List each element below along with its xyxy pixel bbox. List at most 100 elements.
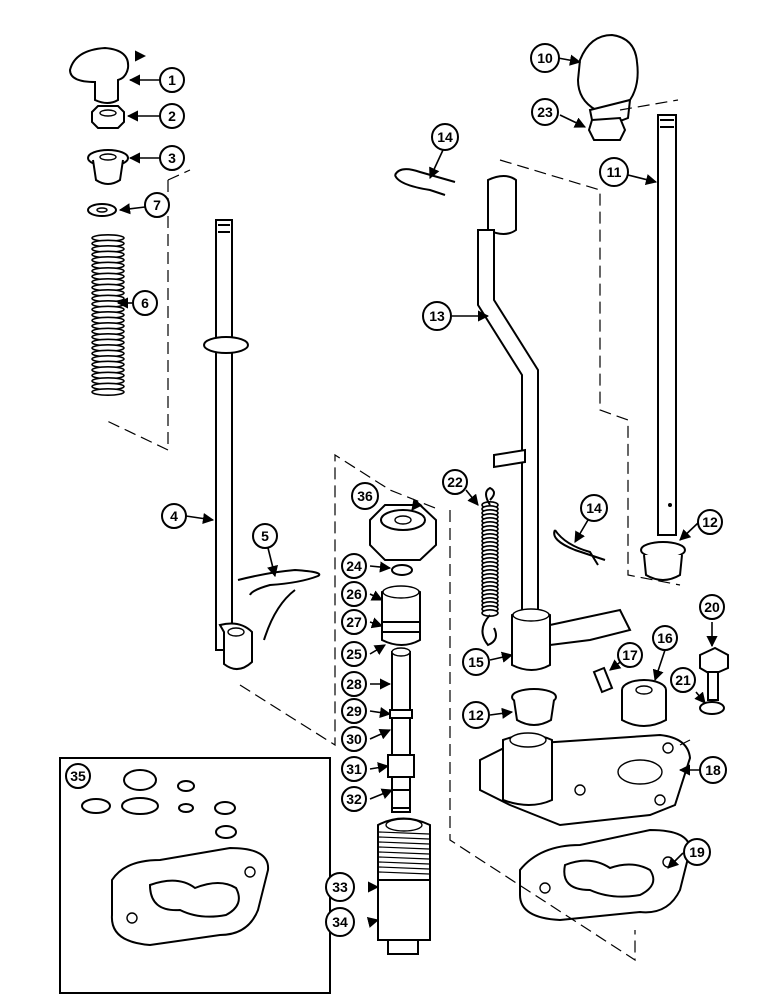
svg-text:29: 29	[346, 703, 362, 719]
kit-inset-box	[59, 757, 331, 994]
svg-text:34: 34	[332, 914, 348, 930]
part-o-ring-24	[391, 564, 413, 576]
part-spool	[387, 647, 415, 813]
callout-12-top: 12	[697, 509, 723, 535]
leader-lines	[116, 54, 718, 928]
svg-text:7: 7	[153, 197, 161, 213]
callout-26: 26	[341, 581, 367, 607]
callout-17: 17	[617, 642, 643, 668]
part-cotter-pin-5	[237, 568, 321, 641]
svg-text:33: 33	[332, 879, 348, 895]
part-shift-rod-11	[657, 114, 677, 536]
svg-text:28: 28	[346, 676, 362, 692]
callout-23: 23	[531, 98, 559, 126]
svg-text:14: 14	[437, 129, 453, 145]
svg-text:4: 4	[170, 508, 178, 524]
svg-text:14: 14	[586, 500, 602, 516]
part-hex-nut-36	[369, 504, 437, 561]
callout-24: 24	[341, 553, 367, 579]
svg-text:22: 22	[447, 474, 463, 490]
callout-22: 22	[442, 469, 468, 495]
part-sleeve	[381, 585, 421, 646]
part-bushing-12	[640, 541, 686, 581]
part-spring-22	[481, 486, 499, 647]
part-hub-15	[511, 608, 632, 671]
callout-1: 1	[159, 67, 185, 93]
svg-text:12: 12	[702, 514, 718, 530]
part-spring	[91, 234, 125, 396]
part-pin-14a	[394, 168, 456, 196]
svg-text:6: 6	[141, 295, 149, 311]
callout-33: 33	[325, 872, 355, 902]
callout-12-bottom: 12	[462, 701, 490, 729]
callout-13: 13	[422, 301, 452, 331]
part-pin-17	[592, 666, 614, 694]
callout-6: 6	[132, 290, 158, 316]
callout-35: 35	[65, 763, 91, 789]
svg-text:5: 5	[261, 528, 269, 544]
callout-19: 19	[683, 838, 711, 866]
callout-32: 32	[341, 786, 367, 812]
part-knob	[68, 46, 130, 104]
svg-text:12: 12	[468, 707, 484, 723]
svg-text:23: 23	[537, 104, 553, 120]
callout-16: 16	[652, 625, 678, 651]
svg-text:26: 26	[346, 586, 362, 602]
svg-text:31: 31	[346, 761, 362, 777]
part-kit-seals	[81, 769, 270, 947]
callout-30: 30	[341, 726, 367, 752]
svg-text:19: 19	[689, 844, 705, 860]
callout-10: 10	[530, 43, 560, 73]
part-nut-23	[587, 116, 627, 141]
svg-text:32: 32	[346, 791, 362, 807]
callout-2: 2	[159, 103, 185, 129]
callout-34: 34	[325, 907, 355, 937]
callout-4: 4	[161, 503, 187, 529]
callout-18: 18	[699, 756, 727, 784]
callout-31: 31	[341, 756, 367, 782]
part-washer	[87, 203, 117, 217]
svg-text:36: 36	[357, 488, 373, 504]
callout-15: 15	[462, 648, 490, 676]
svg-text:30: 30	[346, 731, 362, 747]
callout-5: 5	[252, 523, 278, 549]
part-gasket-19	[519, 828, 692, 922]
svg-text:17: 17	[622, 647, 638, 663]
svg-text:15: 15	[468, 654, 484, 670]
svg-text:11: 11	[607, 164, 622, 180]
svg-text:16: 16	[657, 630, 673, 646]
svg-text:35: 35	[70, 768, 86, 784]
svg-text:13: 13	[429, 308, 445, 324]
part-valve-body	[377, 817, 431, 955]
svg-text:20: 20	[704, 599, 720, 615]
part-bushing	[87, 149, 129, 185]
callout-7: 7	[144, 192, 170, 218]
svg-text:2: 2	[168, 108, 176, 124]
part-rod	[203, 219, 253, 670]
svg-text:18: 18	[705, 762, 721, 778]
svg-text:21: 21	[675, 672, 691, 688]
callout-21: 21	[670, 667, 696, 693]
callout-29: 29	[341, 698, 367, 724]
part-pin-14b	[553, 529, 606, 566]
callout-27: 27	[341, 609, 367, 635]
callout-11: 11	[599, 157, 629, 187]
callout-25: 25	[341, 641, 367, 667]
callout-28: 28	[341, 671, 367, 697]
part-bolt-20	[699, 646, 729, 701]
part-ball-knob	[576, 33, 639, 124]
svg-text:24: 24	[346, 558, 362, 574]
part-bushing-12b	[511, 688, 557, 726]
part-washer-21	[699, 701, 725, 715]
svg-text:1: 1	[168, 72, 176, 88]
svg-text:27: 27	[346, 614, 362, 630]
callout-20: 20	[699, 594, 725, 620]
callout-3: 3	[159, 145, 185, 171]
svg-text:25: 25	[346, 646, 362, 662]
svg-text:10: 10	[537, 50, 553, 66]
part-nut	[91, 105, 125, 129]
callout-36: 36	[351, 482, 379, 510]
part-bracket-18	[479, 732, 692, 827]
callout-14-top: 14	[431, 123, 459, 151]
